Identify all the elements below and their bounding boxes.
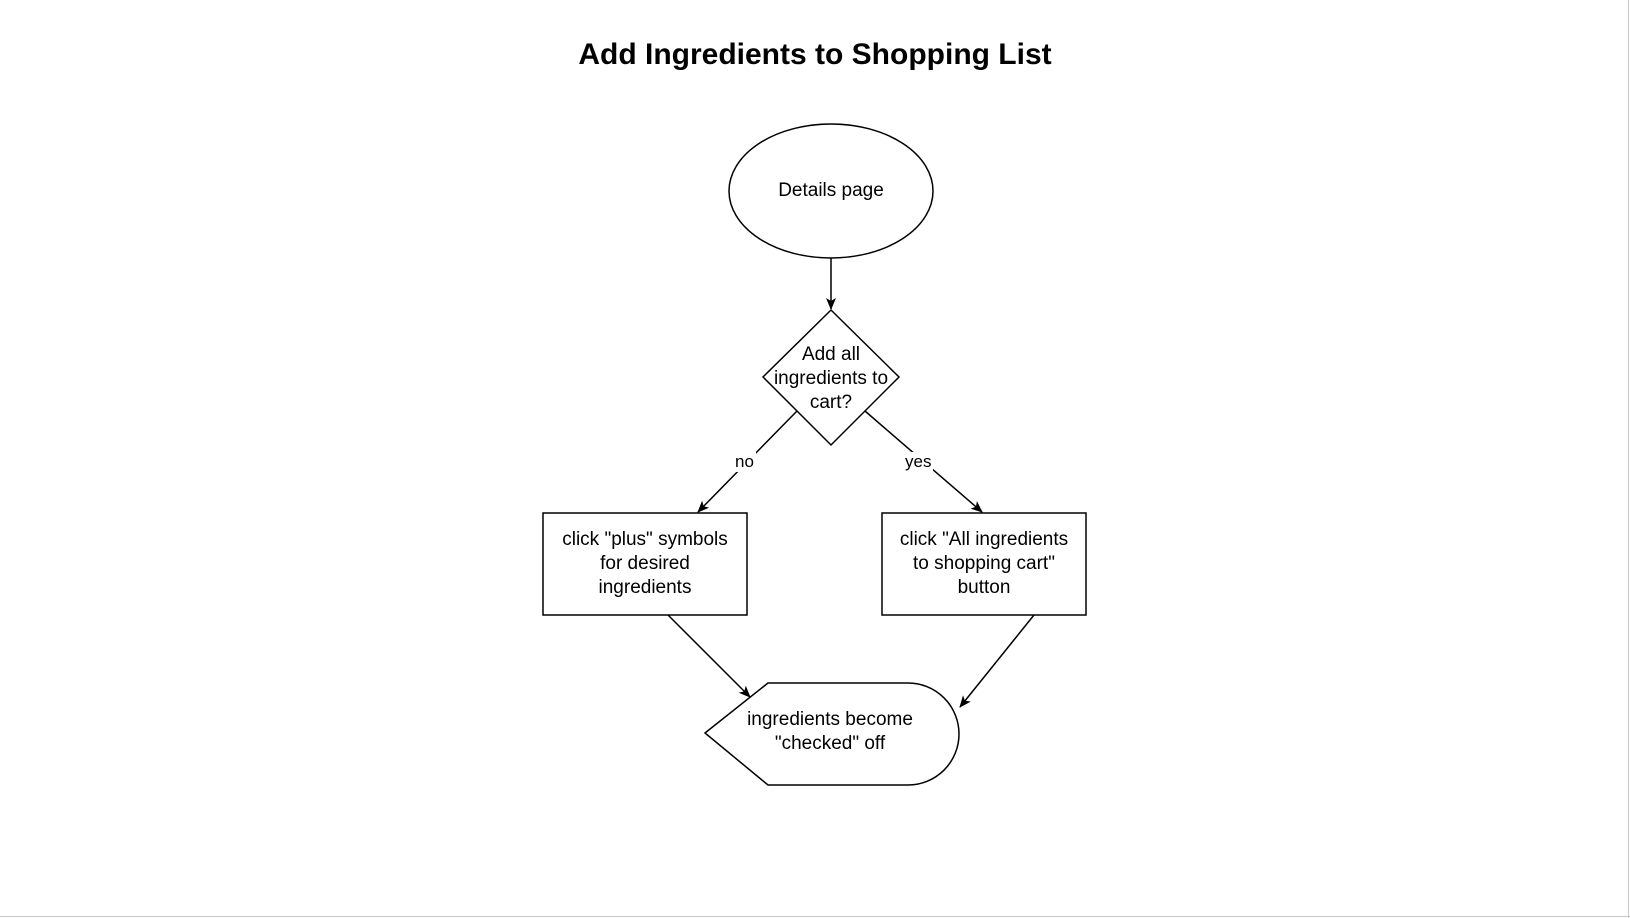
diagram-title: Add Ingredients to Shopping List [578, 38, 1052, 71]
page-edge-right [1628, 0, 1629, 918]
edge-all-to-end [959, 614, 1035, 708]
end-display-shape[interactable] [703, 682, 960, 786]
edge-label-yes: yes [903, 452, 934, 472]
edge-label-no: no [733, 452, 756, 472]
end-label: ingredients become "checked" off [747, 709, 913, 754]
edge-plus-to-end [667, 614, 751, 698]
all-ingredients-box[interactable] [881, 512, 1087, 616]
decision-diamond[interactable] [761, 308, 901, 447]
all-ingredients-label: click "All ingredients to shopping cart"… [899, 529, 1069, 598]
plus-symbols-label: click "plus" symbols for desired ingredi… [562, 529, 728, 598]
decision-label: Add all ingredients to cart? [773, 344, 889, 413]
start-label: Details page [778, 180, 884, 201]
plus-symbols-box[interactable] [542, 512, 748, 616]
page-edge-bottom [0, 916, 1630, 917]
